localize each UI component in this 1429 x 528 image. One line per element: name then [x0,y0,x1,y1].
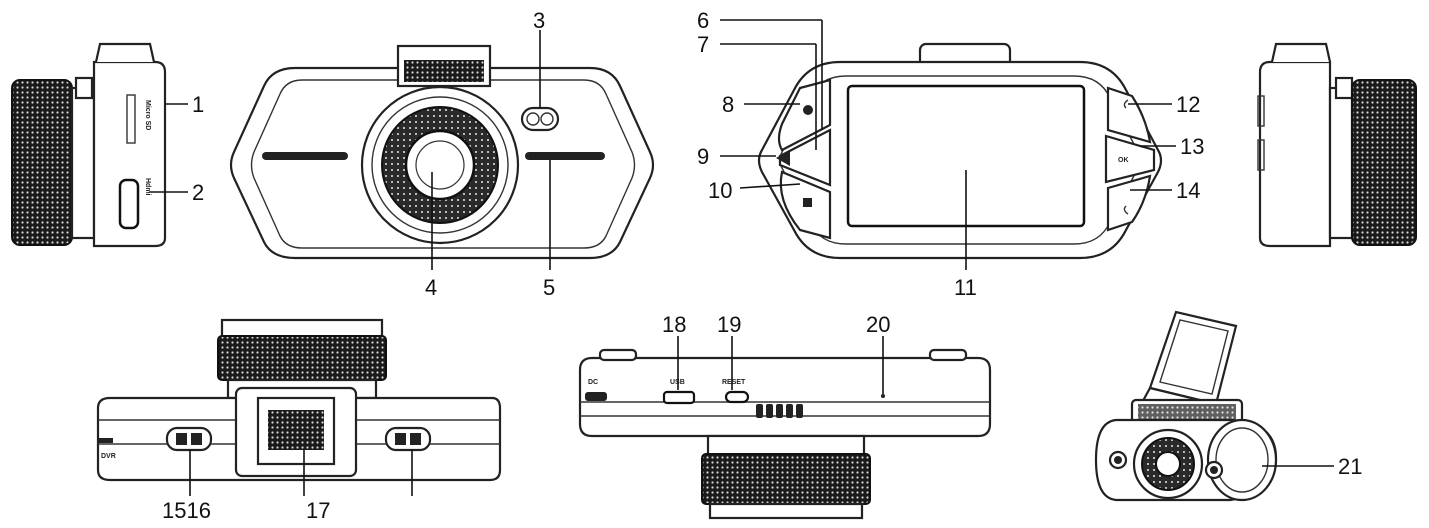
front-view [229,30,655,270]
callout-1: 1 [192,92,204,117]
hdmi-label: Hdmi [144,178,151,196]
callout-18: 18 [662,312,686,337]
callout-1516: 1516 [162,498,211,523]
perspective-view [1094,310,1334,502]
callout-14: 14 [1176,178,1200,203]
callout-12: 12 [1176,92,1200,117]
callout-17: 17 [306,498,330,523]
dc-label: DC [588,379,598,386]
callout-8: 8 [722,92,734,117]
callout-9: 9 [697,144,709,169]
callout-20: 20 [866,312,890,337]
reset-label: RESET [722,379,746,386]
side-view-left: Micro SD Hdmi [11,42,188,248]
callout-6: 6 [697,8,709,33]
callout-5: 5 [543,275,555,300]
microphone-grill [756,404,803,418]
ok-button-label: OK [1118,157,1129,164]
callout-21: 21 [1338,454,1362,479]
callout-10: 10 [708,178,732,203]
micro-sd-label: Micro SD [144,100,151,130]
side-view-right [1257,42,1417,248]
callout-2: 2 [192,180,204,205]
callout-13: 13 [1180,134,1204,159]
callout-7: 7 [697,32,709,57]
bottom-view: DVR [96,318,502,496]
callout-3: 3 [533,8,545,33]
callout-4: 4 [425,275,437,300]
callout-11: 11 [954,275,977,300]
back-view: OK [720,19,1176,270]
top-view: DC USB RESET [578,336,992,520]
dvr-label: DVR [101,453,116,460]
callout-19: 19 [717,312,741,337]
